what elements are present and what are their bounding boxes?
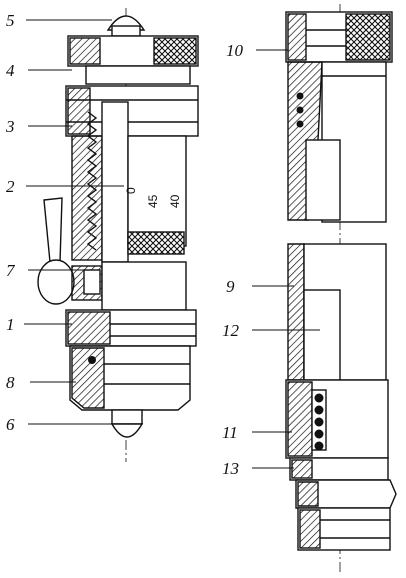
middle-collar [101, 261, 187, 311]
scale-barrel [127, 135, 187, 247]
label-12: 12 [222, 321, 240, 340]
cap-neck [111, 25, 141, 37]
left-assembly: 0 45 40 [37, 8, 199, 462]
plunger-rod [303, 289, 341, 381]
label-13: 13 [222, 459, 239, 478]
spring-coil [86, 111, 98, 251]
scale-number-40: 40 [168, 194, 182, 208]
label-8: 8 [6, 373, 15, 392]
part-labels: 5 4 3 2 7 1 8 6 10 9 12 11 13 [5, 11, 244, 478]
top-nut-knurl [153, 37, 197, 65]
lower-tube-wall [287, 243, 305, 381]
lever-knob [37, 259, 75, 305]
lever-bore [83, 269, 101, 295]
bottom-sleeve-section [71, 347, 105, 409]
bottom-coupling-section [291, 459, 313, 479]
ball-detent [88, 356, 96, 364]
label-6: 6 [6, 415, 15, 434]
right-top-nut-section [287, 13, 307, 61]
label-11: 11 [222, 423, 238, 442]
label-4: 4 [6, 61, 15, 80]
bearing-housing-section [287, 381, 313, 457]
right-assembly [285, 4, 397, 574]
right-top-nut-knurl [345, 13, 391, 61]
label-2: 2 [6, 177, 15, 196]
measuring-tip [110, 423, 144, 438]
label-1: 1 [6, 315, 15, 334]
top-nut-section [69, 37, 101, 65]
label-5: 5 [6, 11, 15, 30]
scale-number-0: 0 [124, 187, 138, 194]
inner-tube [101, 101, 129, 263]
thimble-knurl [127, 231, 185, 255]
upper-body-section [67, 87, 91, 135]
label-9: 9 [226, 277, 235, 296]
leader-lines [24, 19, 320, 469]
lever-handle [43, 197, 63, 263]
label-3: 3 [5, 117, 15, 136]
upper-inner-rod [305, 139, 341, 221]
sleeve-wall [71, 135, 103, 261]
lower-body-section [67, 311, 111, 345]
scale-number-45: 45 [146, 194, 160, 208]
nut-collar [85, 65, 191, 85]
label-10: 10 [226, 41, 244, 60]
label-7: 7 [6, 261, 16, 280]
bottom-thread [295, 479, 397, 509]
bottom-end-cap-section [299, 509, 321, 549]
tip-neck [111, 409, 143, 425]
